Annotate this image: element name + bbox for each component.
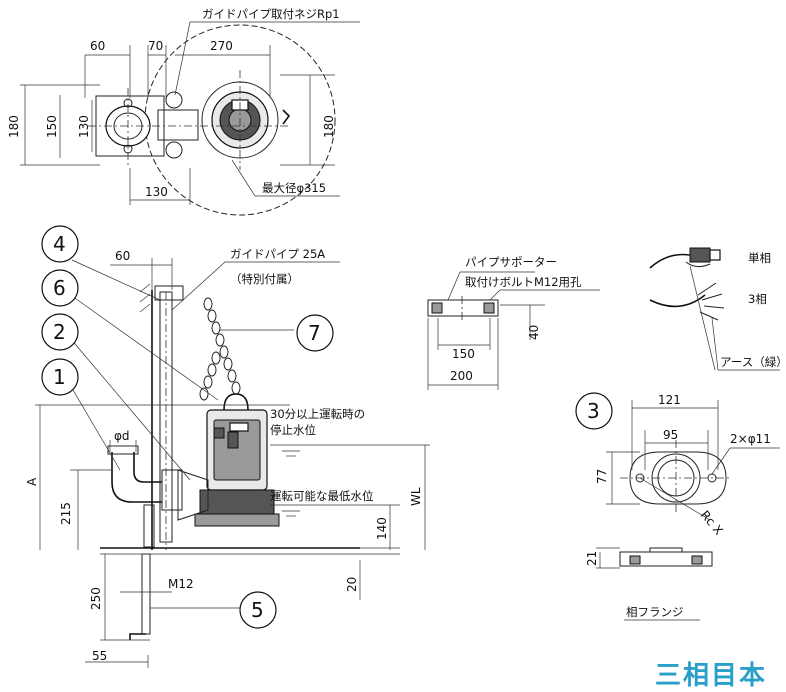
- side-view: 60 ガイドパイプ 25A （特別付属） 30分以上運転時の 停止水位 運転可能…: [25, 247, 430, 668]
- pipe-supporter: パイプサポーター 取付けボルトM12用孔 150 200 40: [427, 255, 600, 390]
- dim-250: 250: [89, 587, 103, 610]
- dim-60-side: 60: [115, 249, 130, 263]
- svg-text:6: 6: [53, 276, 66, 300]
- callout-2: 2: [41, 313, 79, 351]
- supporter-dim-40: 40: [527, 325, 541, 340]
- chain: [199, 297, 241, 401]
- flange-dim-holes: 2×φ11: [730, 432, 771, 446]
- cable-diagram: 単相 3相 アース（緑）: [649, 247, 786, 371]
- callout-4: 4: [41, 225, 79, 263]
- dim-WL: WL: [409, 487, 423, 506]
- dim-215: 215: [59, 502, 73, 525]
- flange-dim-rc-x: Rc X: [698, 508, 726, 538]
- dim-270-top: 270: [210, 39, 233, 53]
- dim-130-vertical: 130: [77, 115, 91, 138]
- supporter-bolt-label: 取付けボルトM12用孔: [465, 275, 582, 289]
- svg-text:1: 1: [53, 365, 66, 389]
- supporter-title: パイプサポーター: [465, 255, 557, 269]
- dim-60-top: 60: [90, 39, 105, 53]
- dim-A: A: [25, 477, 39, 486]
- guide-pipe-label: ガイドパイプ 25A: [230, 247, 325, 261]
- dim-20: 20: [345, 577, 359, 592]
- dim-55: 55: [92, 649, 107, 663]
- flange-dim-95: 95: [663, 428, 678, 442]
- min-level-label: 運転可能な最低水位: [270, 489, 374, 503]
- dim-M12: M12: [168, 577, 194, 591]
- flange-dim-21: 21: [585, 551, 599, 566]
- dim-150: 150: [45, 115, 59, 138]
- svg-text:2: 2: [53, 320, 66, 344]
- stop-level-line2: 停止水位: [270, 423, 316, 437]
- callout-6: 6: [41, 269, 79, 307]
- supporter-dim-200: 200: [450, 369, 473, 383]
- brand-watermark: 三相目本: [655, 661, 768, 691]
- callout-1: 1: [41, 358, 79, 396]
- svg-text:5: 5: [251, 598, 264, 622]
- stop-level-line1: 30分以上運転時の: [270, 407, 365, 421]
- earth-label: アース（緑）: [720, 355, 786, 369]
- guide-pipe-note: （特別付属）: [230, 272, 299, 286]
- single-phase-label: 単相: [748, 251, 771, 265]
- dim-phi-d: φd: [114, 429, 130, 443]
- supporter-dim-150: 150: [452, 347, 475, 361]
- dim-180-left: 180: [7, 115, 21, 138]
- callout-5: 5: [239, 591, 277, 629]
- max-diameter-label: 最大径φ315: [262, 181, 326, 195]
- dim-180-right: 180: [322, 115, 336, 138]
- flange-dim-121: 121: [658, 393, 681, 407]
- top-view: ガイドパイプ取付ネジRp1 60 70 270 180 150 130 180 …: [7, 7, 360, 216]
- dim-70-top: 70: [148, 39, 163, 53]
- svg-text:4: 4: [53, 232, 66, 256]
- callout-3: 3: [575, 392, 613, 430]
- svg-text:3: 3: [587, 399, 600, 423]
- dim-130-horizontal: 130: [145, 185, 168, 199]
- flange-dim-77: 77: [595, 469, 609, 484]
- flange-caption: 相フランジ: [626, 605, 684, 619]
- three-phase-label: 3相: [748, 292, 767, 306]
- pump-technical-drawing: ガイドパイプ取付ネジRp1 60 70 270 180 150 130 180 …: [7, 7, 786, 668]
- guide-thread-label: ガイドパイプ取付ネジRp1: [202, 7, 340, 21]
- callout-7: 7: [296, 314, 334, 352]
- dim-140: 140: [375, 517, 389, 540]
- flange-drawing: 121 95 2×φ11 77 Rc X 21 相フランジ: [585, 393, 780, 621]
- svg-text:7: 7: [308, 321, 321, 345]
